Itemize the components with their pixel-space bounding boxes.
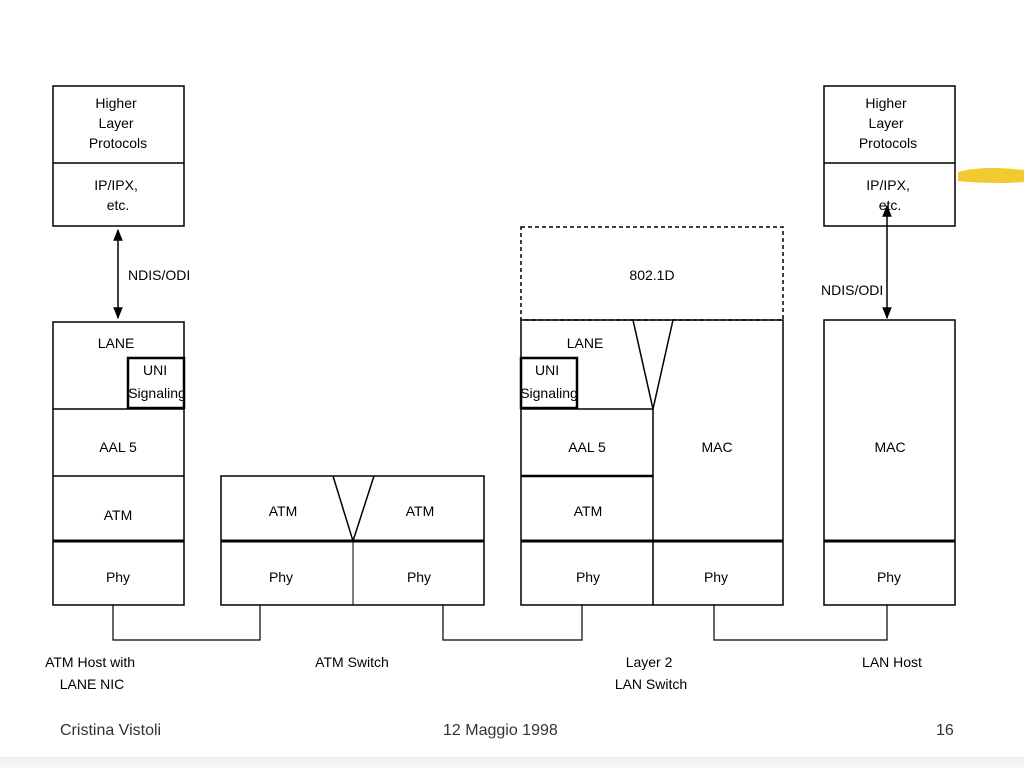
atm-switch-atm-right-label: ATM — [406, 503, 435, 519]
atm-host-higher-layer-label: Higher Layer Protocols — [89, 95, 147, 151]
layer2-switch-phy-right-label: Phy — [704, 569, 728, 585]
atm-host-uni-label: UNI Signaling — [128, 362, 186, 401]
layer2-switch-uni-label: UNI Signaling — [520, 362, 578, 401]
lan-host-phy-label: Phy — [877, 569, 901, 585]
atm-switch-stack: ATM ATM Phy Phy — [220, 475, 485, 606]
connector-host-to-switch — [112, 605, 261, 641]
layer2-switch-bridge-label: 802.1D — [629, 267, 674, 283]
atm-host-interface-label: NDIS/ODI — [128, 267, 190, 283]
connector-switch-to-layer2 — [442, 605, 583, 641]
bottom-rule — [0, 757, 1024, 768]
lan-host-ip-label: IP/IPX, etc. — [866, 177, 913, 213]
atm-host-atm-label: ATM — [104, 507, 133, 523]
layer2-switch-bridge: 802.1D — [520, 226, 784, 321]
atm-host-phy-label: Phy — [106, 569, 130, 585]
atm-host-upper-stack: Higher Layer Protocols IP/IPX, etc. — [52, 85, 185, 227]
atm-host-aal-label: AAL 5 — [99, 439, 137, 455]
lan-host-caption: LAN Host — [862, 654, 922, 670]
atm-host-lower-stack: LANE UNI Signaling AAL 5 ATM Phy — [52, 321, 186, 606]
highlighter-mark — [958, 168, 1024, 184]
footer-author: Cristina Vistoli — [60, 722, 162, 739]
atm-host-ip-label: IP/IPX, etc. — [94, 177, 141, 213]
layer2-switch-atm-label: ATM — [574, 503, 603, 519]
footer-date: 12 Maggio 1998 — [443, 722, 558, 739]
layer2-switch-stack: LANE UNI Signaling AAL 5 ATM MAC Phy Phy — [519, 319, 784, 606]
lan-host-upper-stack: Higher Layer Protocols IP/IPX, etc. — [823, 85, 956, 227]
lan-host-higher-layer-label: Higher Layer Protocols — [859, 95, 917, 151]
atm-switch-phy-left-label: Phy — [269, 569, 293, 585]
lan-host-mac-label: MAC — [874, 439, 905, 455]
atm-switch-caption: ATM Switch — [315, 654, 389, 670]
atm-switch-phy-right-label: Phy — [407, 569, 431, 585]
atm-host-lane-label: LANE — [98, 335, 135, 351]
layer2-switch-caption: Layer 2 LAN Switch — [615, 654, 687, 692]
lan-host-interface-label: NDIS/ODI — [821, 282, 883, 298]
lan-host-lower-stack: MAC Phy — [823, 319, 956, 606]
footer-page-number: 16 — [936, 722, 954, 739]
layer2-switch-mac-label: MAC — [701, 439, 732, 455]
physical-connectors — [112, 605, 888, 641]
atm-switch-atm-left-label: ATM — [269, 503, 298, 519]
atm-host-caption: ATM Host with LANE NIC — [45, 654, 139, 692]
layer2-switch-lane-label: LANE — [567, 335, 604, 351]
connector-layer2-to-lanhost — [713, 605, 888, 641]
atm-host-ndis-link: NDIS/ODI — [113, 228, 190, 320]
layer2-switch-phy-left-label: Phy — [576, 569, 600, 585]
layer2-switch-aal-label: AAL 5 — [568, 439, 606, 455]
lan-host-ndis-link: NDIS/ODI — [821, 204, 892, 320]
